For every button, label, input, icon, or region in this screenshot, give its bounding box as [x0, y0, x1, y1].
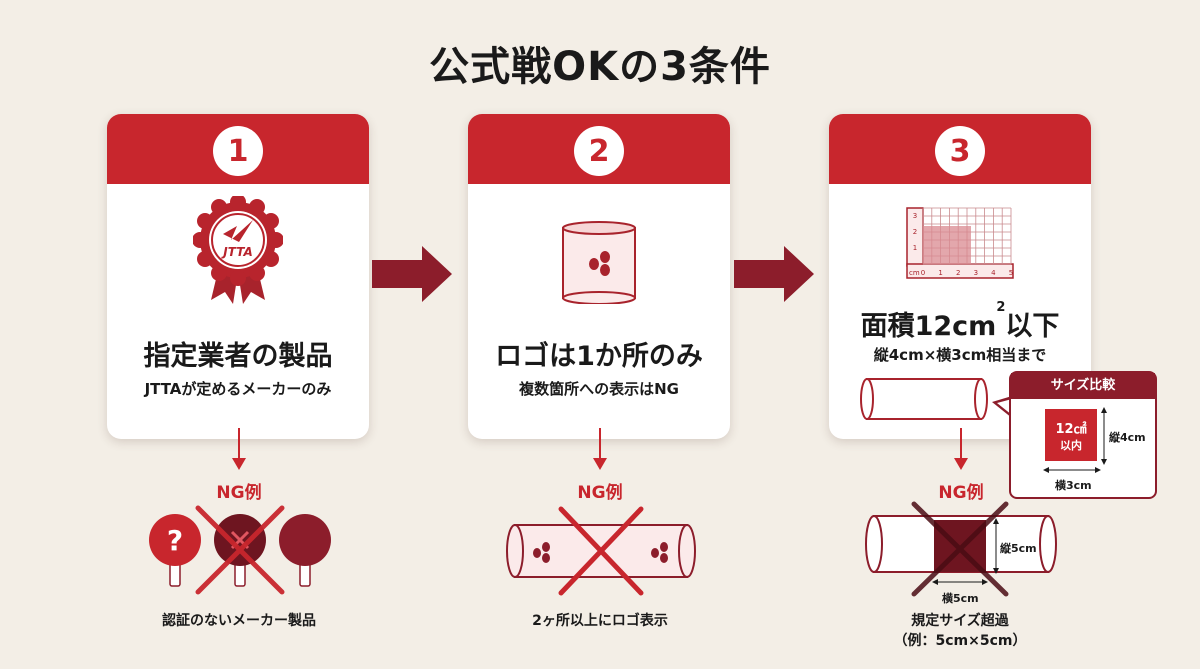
- ng-example-label: NG例: [938, 483, 984, 503]
- card-title: 面積12cm2以下: [829, 300, 1091, 343]
- jtta-badge-text: JTTA: [221, 245, 252, 259]
- ruler-x-tick: 2: [956, 269, 960, 277]
- right-arrow-icon: [734, 246, 814, 302]
- height-dimension-arrow: [1101, 407, 1107, 465]
- ruler-x-tick: 0: [921, 269, 925, 277]
- condition-card-2: 2 ロゴは1か所のみ 複数箇所への表示はNG: [468, 114, 730, 439]
- card-title: 指定業者の製品: [143, 341, 333, 372]
- size-comparison-title: サイズ比較: [1011, 373, 1155, 399]
- ng-caption: 認証のないメーカー製品: [162, 613, 316, 629]
- double-logo-cylinder-icon: [506, 506, 696, 596]
- width-dimension-arrow: [1043, 467, 1101, 473]
- card-subtitle: JTTAが定めるメーカーのみ: [144, 380, 332, 398]
- down-arrow-icon: [954, 428, 968, 470]
- card-title-superscript: 2: [996, 300, 1006, 315]
- ng-caption: 規定サイズ超過: [911, 613, 1009, 629]
- size-comparison-box: サイズ比較 12㎠ 以内 縦4cm 横3cm: [1009, 371, 1157, 499]
- ruler-y-tick: 2: [913, 228, 917, 236]
- ng-height-label: 縦5cm: [1000, 542, 1037, 555]
- condition-card-1: 1 JTTA 指定業者の製品 JTTAが定めるメーカーのみ: [107, 114, 369, 439]
- ng-example-label: NG例: [216, 483, 262, 503]
- question-mark: ?: [167, 524, 183, 557]
- ng-width-label: 横5cm: [942, 592, 979, 605]
- step-number-badge: 1: [213, 126, 263, 176]
- ruler-x-tick: 1: [938, 269, 942, 277]
- allowed-area-square: 12㎠ 以内: [1045, 409, 1097, 461]
- card-title-main: 面積12cm: [860, 311, 997, 342]
- page-title: 公式戦OKの3条件: [429, 44, 771, 90]
- area-label: 12㎠: [1055, 422, 1087, 437]
- card-subtitle: 複数箇所への表示はNG: [519, 380, 679, 398]
- right-arrow-icon: [372, 246, 452, 302]
- step-number-badge: 3: [935, 126, 985, 176]
- jtta-badge-icon: JTTA: [107, 196, 369, 306]
- card-header: 2: [468, 114, 730, 184]
- callout-pointer: [992, 396, 1012, 418]
- step-number-badge: 2: [574, 126, 624, 176]
- card-subtitle: 縦4cm×横3cm相当まで: [873, 346, 1047, 364]
- size-width-label: 横3cm: [1055, 479, 1092, 492]
- cylinder-outline-icon: [859, 376, 989, 426]
- down-arrow-icon: [232, 428, 246, 470]
- ruler-x-tick: 5: [1009, 269, 1013, 277]
- ruler-y-tick: 1: [913, 244, 917, 252]
- card-title: ロゴは1か所のみ: [495, 341, 703, 372]
- ruler-y-tick: 3: [913, 212, 917, 220]
- within-label: 以内: [1060, 439, 1082, 452]
- ng-caption-line2: （例：5cm×5cm）: [893, 633, 1027, 649]
- card-title-end: 以下: [1005, 311, 1060, 342]
- ruler-x-tick: 4: [991, 269, 996, 277]
- ng-caption: 2ヶ所以上にロゴ表示: [532, 613, 668, 629]
- ng-example-label: NG例: [577, 483, 623, 503]
- card-header: 3: [829, 114, 1091, 184]
- card-header: 1: [107, 114, 369, 184]
- down-arrow-icon: [593, 428, 607, 470]
- ruler-x-tick: 3: [974, 269, 978, 277]
- ruler-unit-label: cm: [909, 269, 920, 277]
- cylinder-logo-icon: [468, 220, 730, 304]
- uncertified-paddles-icon: ?: [149, 505, 331, 595]
- oversize-logo-cylinder-icon: [865, 501, 1057, 597]
- size-height-label: 縦4cm: [1109, 431, 1146, 444]
